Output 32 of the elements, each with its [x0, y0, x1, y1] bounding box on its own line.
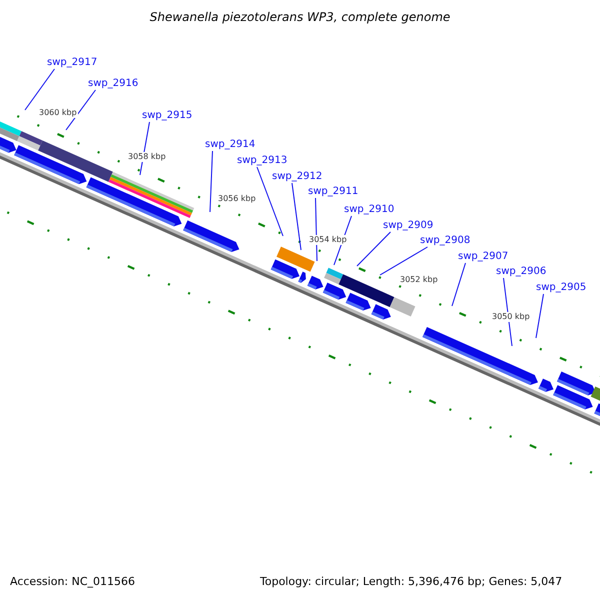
- leader-line: [256, 166, 284, 236]
- leader-line: [380, 246, 428, 276]
- leader-line: [452, 262, 466, 306]
- leader-line: [24, 68, 55, 110]
- footer-text: Accession: NC_011566: [10, 575, 136, 588]
- leader-line: [66, 90, 96, 130]
- gene-label: swp_2913: [237, 155, 288, 167]
- gene-label: swp_2911: [308, 186, 358, 198]
- scale-label: 3052 kbp: [399, 275, 439, 285]
- gene-label: swp_2908: [420, 235, 470, 247]
- scale-label: 3058 kbp: [127, 152, 167, 162]
- scale-label: 3050 kbp: [491, 312, 531, 322]
- scale-label: 3056 kbp: [217, 194, 257, 204]
- gene-label: swp_2917: [47, 57, 98, 69]
- gene-label: swp_2914: [205, 139, 256, 151]
- leader-line: [292, 182, 302, 250]
- gene-label: swp_2910: [344, 204, 394, 216]
- genome-title: Shewanella piezotolerans WP3, complete genome: [148, 10, 452, 24]
- leader-line: [503, 278, 512, 346]
- gene-label: swp_2905: [536, 282, 586, 294]
- gene-label: swp_2915: [142, 110, 192, 122]
- scale-label: 3060 kbp: [38, 108, 78, 118]
- gene-label: swp_2912: [272, 171, 322, 183]
- footer-text: Topology: circular; Length: 5,396,476 bp; Genes: 5,047: [260, 575, 562, 588]
- gene-label: swp_2916: [88, 78, 138, 90]
- gene-label: swp_2907: [458, 251, 508, 263]
- leader-line: [356, 232, 391, 266]
- scale-label: 3054 kbp: [308, 235, 348, 245]
- leader-line: [210, 150, 213, 212]
- leader-line: [536, 294, 544, 338]
- gene-label: swp_2909: [383, 220, 434, 232]
- gene-label: swp_2906: [496, 266, 546, 278]
